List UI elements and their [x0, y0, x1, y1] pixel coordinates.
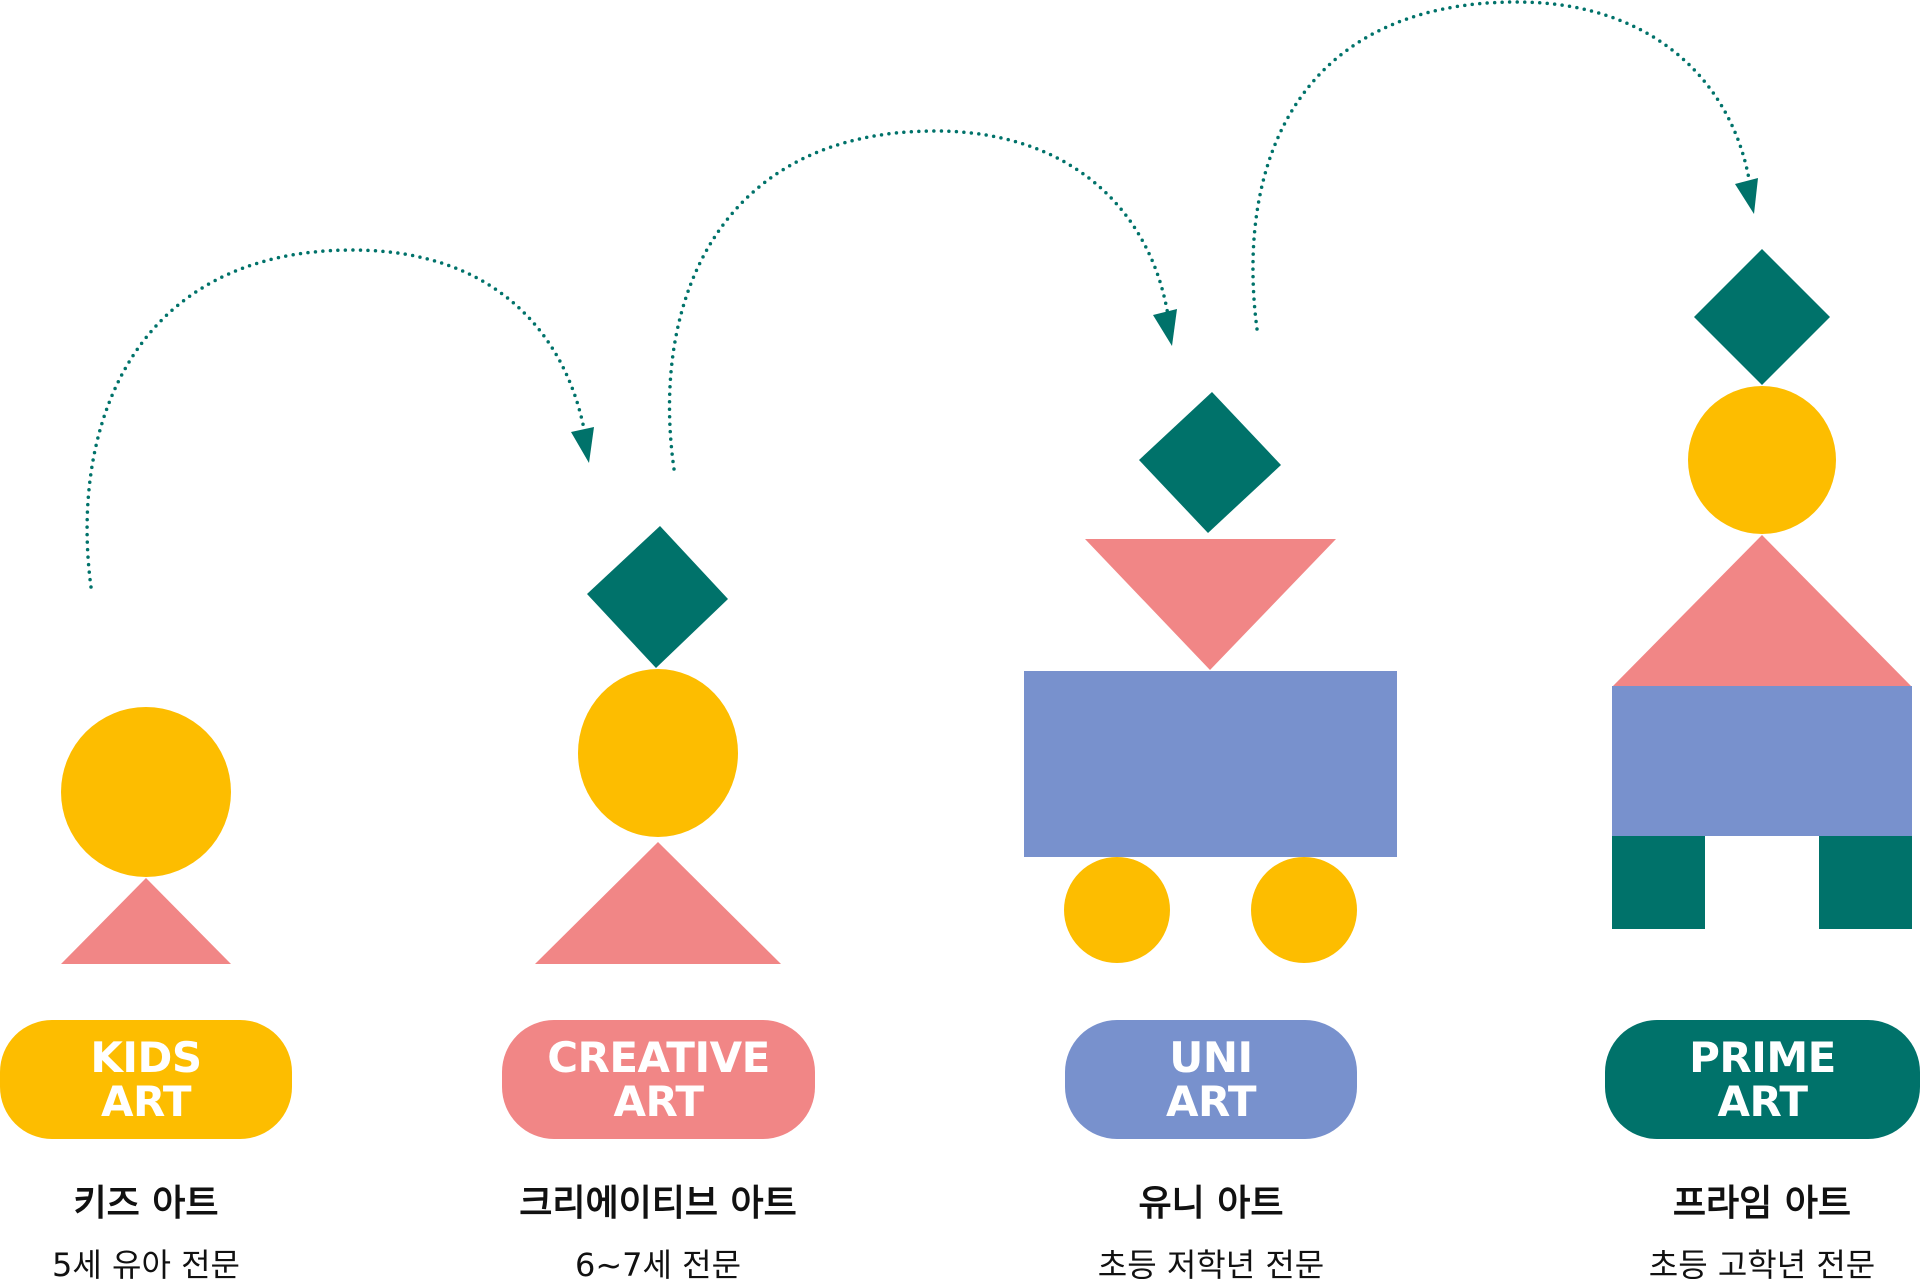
figure-kids: [61, 707, 231, 964]
prime-triangle: [1612, 535, 1912, 687]
badge-line-1: PRIME: [1689, 1032, 1836, 1082]
uni-art-badge[interactable]: UNI ART: [1065, 1020, 1357, 1139]
badge-line-1: CREATIVE: [547, 1032, 770, 1082]
prime-circle: [1688, 386, 1836, 534]
creative-art-title: 크리에이티브 아트: [519, 1183, 797, 1224]
uni-diamond: [1139, 392, 1281, 533]
kids-art-subtitle: 5세 유아 전문: [52, 1246, 240, 1284]
creative-diamond: [587, 526, 728, 668]
uni-art-subtitle: 초등 저학년 전문: [1097, 1246, 1325, 1284]
figure-prime: [1612, 249, 1912, 929]
arrow-arc-kids-to-creative: [85, 248, 588, 589]
prime-art-badge[interactable]: PRIME ART: [1605, 1020, 1920, 1139]
uni-wheel-left: [1064, 857, 1170, 963]
progression-arrows: [85, 0, 1758, 589]
figure-uni: [1024, 392, 1397, 963]
arrow-arc-creative-to-uni: [667, 129, 1171, 471]
uni-inverted-triangle: [1085, 539, 1336, 670]
badge-line-1: KIDS: [90, 1032, 202, 1082]
prime-rectangle: [1612, 686, 1912, 836]
arrowhead-kids-to-creative: [571, 427, 594, 463]
creative-triangle: [535, 842, 781, 964]
badge-line-2: ART: [1717, 1076, 1808, 1126]
prime-leg-right: [1819, 836, 1912, 929]
prime-art-subtitle: 초등 고학년 전문: [1648, 1246, 1876, 1284]
badge-line-1: UNI: [1169, 1032, 1253, 1082]
prime-art-title: 프라임 아트: [1672, 1183, 1852, 1224]
badge-line-2: ART: [1165, 1076, 1257, 1126]
creative-art-badge[interactable]: CREATIVE ART: [502, 1020, 815, 1139]
kids-triangle: [61, 878, 231, 964]
uni-wheel-right: [1251, 857, 1357, 963]
prime-leg-left: [1612, 836, 1705, 929]
arrowhead-uni-to-prime: [1735, 178, 1758, 214]
badge-line-2: ART: [100, 1076, 192, 1126]
arrow-arc-uni-to-prime: [1251, 0, 1753, 331]
creative-art-subtitle: 6~7세 전문: [574, 1246, 742, 1284]
kids-art-badge[interactable]: KIDS ART: [0, 1020, 292, 1139]
kids-circle: [61, 707, 231, 877]
prime-diamond: [1694, 249, 1830, 385]
badge-line-2: ART: [613, 1076, 704, 1126]
uni-art-title: 유니 아트: [1138, 1183, 1284, 1224]
arrowhead-creative-to-uni: [1153, 309, 1177, 346]
kids-art-title: 키즈 아트: [73, 1183, 219, 1224]
uni-rectangle: [1024, 671, 1397, 857]
figure-creative: [535, 526, 781, 964]
creative-circle: [578, 669, 738, 837]
